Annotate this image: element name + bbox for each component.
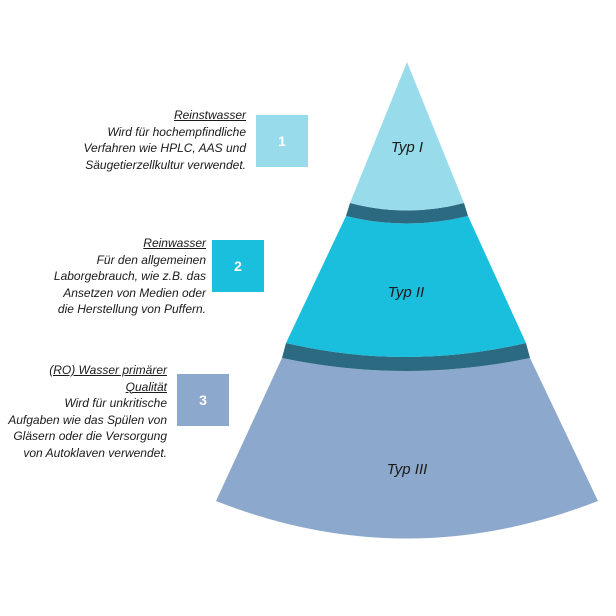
tier-1-text-line: Verfahren wie HPLC, AAS und [83,141,246,155]
tier-3-title-continued: Qualität [125,379,167,394]
tier-1-2-band [346,203,468,224]
tier-3-title: (RO) Wasser primärer [49,363,167,377]
tier-1-text-line: Säugetierzellkultur verwendet. [85,157,246,172]
tier-1-label: Typ I [391,139,423,156]
tier-3-number-badge: 3 [177,374,229,426]
tier-1-description: Reinstwasser Wird für hochempfindliche V… [83,107,246,173]
tier-2-label: Typ II [388,284,424,301]
tier-3-text-line: Wird für unkritische [64,396,167,410]
tier-1-number-badge: 1 [256,115,308,167]
tier-2-number: 2 [234,258,242,274]
tier-3-shape [216,358,598,539]
tier-2-text-line: Ansetzen von Medien oder [63,285,206,300]
tier-1-text-line: Wird für hochempfindliche [107,124,246,139]
tier-1-title: Reinstwasser [173,108,246,122]
tier-3-label: Typ III [387,461,428,478]
tier-2-title: Reinwasser [143,236,206,250]
tier-2-text-line: Laborgebrauch, wie z.B. das [53,269,206,283]
tier-3-text-line: von Autoklaven verwendet. [23,445,167,460]
tier-3-number: 3 [199,392,207,408]
tier-1-shape [350,62,464,211]
tier-2-text-line: die Herstellung von Puffern. [57,302,206,316]
tier-3-description: (RO) Wasser primärer Qualität Wird für u… [8,362,167,461]
tier-1-number: 1 [278,133,286,149]
tier-3-text-line: Gläsern oder die Versorgung [13,429,167,443]
tier-2-number-badge: 2 [212,240,264,292]
tier-2-text-line: Für den allgemeinen [96,252,206,267]
tier-2-description: Reinwasser Für den allgemeinen Laborgebr… [54,235,206,318]
tier-3-text-line: Aufgaben wie das Spülen von [8,412,167,427]
tier-2-shape [286,216,526,357]
